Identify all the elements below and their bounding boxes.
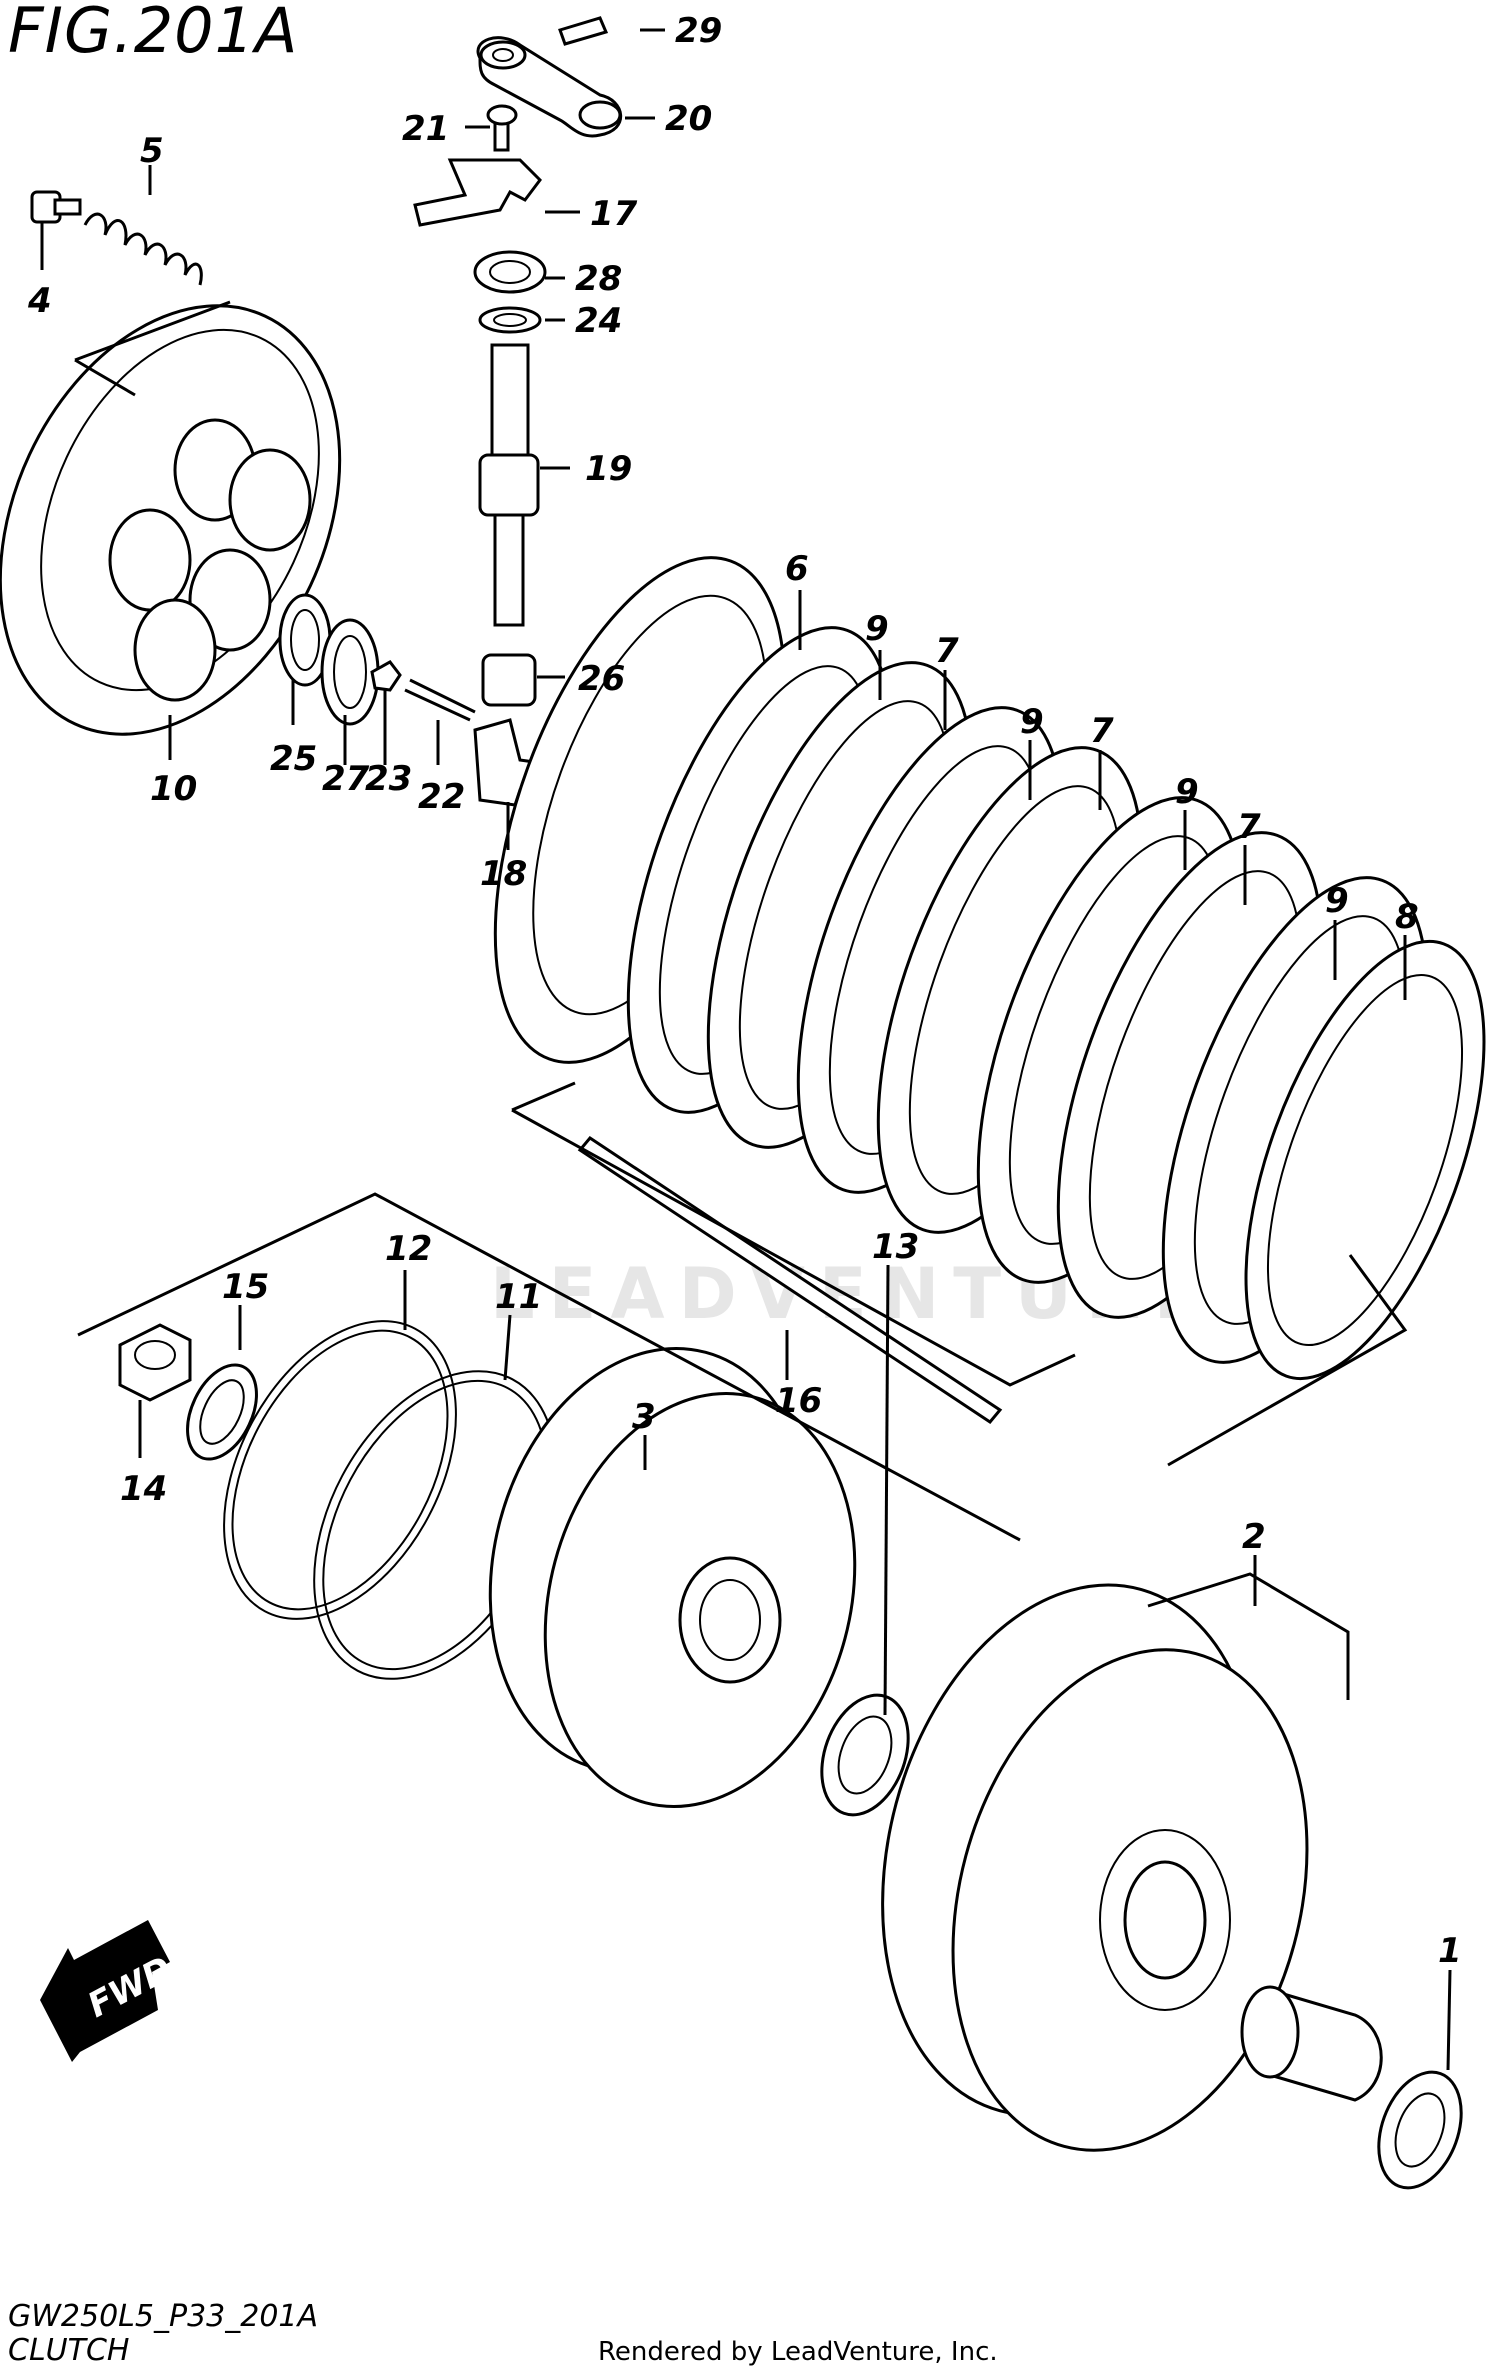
callout-1: 1 xyxy=(1438,1931,1462,1971)
callout-9c: 9 xyxy=(1175,772,1199,812)
callout-25: 25 xyxy=(270,739,317,779)
callout-6: 6 xyxy=(785,549,809,589)
callout-12: 12 xyxy=(385,1229,432,1269)
callout-26: 26 xyxy=(578,659,625,699)
diagram-name: CLUTCH xyxy=(8,2333,129,2368)
callout-17: 17 xyxy=(590,194,638,234)
callout-labels: 29 20 21 17 28 24 19 26 18 5 4 10 25 27 … xyxy=(27,11,1462,1971)
leader-lines xyxy=(40,28,1452,2071)
clutch-plate-stack xyxy=(493,556,1486,1381)
callout-27: 27 xyxy=(322,759,370,799)
diagram-code: GW250L5_P33_201A xyxy=(8,2299,318,2334)
callout-20: 20 xyxy=(665,99,712,139)
callout-16: 16 xyxy=(775,1381,822,1421)
push-rod xyxy=(577,1136,1003,1424)
callout-2: 2 xyxy=(1242,1517,1266,1557)
clutch-spring-and-bolt xyxy=(30,190,203,286)
callout-19: 19 xyxy=(585,449,632,489)
primary-driven-gear-housing xyxy=(881,1583,1309,2152)
callout-4: 4 xyxy=(27,281,52,321)
callout-22: 22 xyxy=(418,777,465,817)
release-arm-assembly xyxy=(413,16,623,707)
pressure-plate xyxy=(0,304,342,736)
clutch-sleeve-hub xyxy=(488,1346,857,1809)
callout-10: 10 xyxy=(150,769,197,809)
callout-13: 13 xyxy=(872,1227,919,1267)
callout-24: 24 xyxy=(575,301,622,341)
figure-title: FIG.201A xyxy=(8,0,298,67)
grouping-brackets xyxy=(74,300,1408,1700)
callout-3: 3 xyxy=(632,1397,656,1437)
callout-7b: 7 xyxy=(1090,711,1114,751)
callout-5: 5 xyxy=(140,131,164,171)
thrust-washer xyxy=(820,1693,910,1817)
callout-23: 23 xyxy=(365,759,412,799)
callout-29: 29 xyxy=(675,11,722,51)
callout-28: 28 xyxy=(575,259,622,299)
spacer-and-washer xyxy=(1240,1985,1463,2190)
callout-7c: 7 xyxy=(1237,807,1261,847)
callout-9a: 9 xyxy=(865,609,889,649)
callout-15: 15 xyxy=(222,1267,269,1307)
callout-14: 14 xyxy=(120,1469,167,1509)
callout-21: 21 xyxy=(402,109,449,149)
callout-11: 11 xyxy=(495,1277,542,1317)
callout-7a: 7 xyxy=(935,631,959,671)
callout-9b: 9 xyxy=(1020,702,1044,742)
callout-8: 8 xyxy=(1395,897,1419,937)
hub-nut-and-rings xyxy=(118,1320,557,1680)
callout-18: 18 xyxy=(480,854,527,894)
fwd-direction-marker: FWD xyxy=(40,1920,179,2062)
callout-9d: 9 xyxy=(1325,881,1349,921)
render-credit: Rendered by LeadVenture, Inc. xyxy=(598,2337,998,2367)
